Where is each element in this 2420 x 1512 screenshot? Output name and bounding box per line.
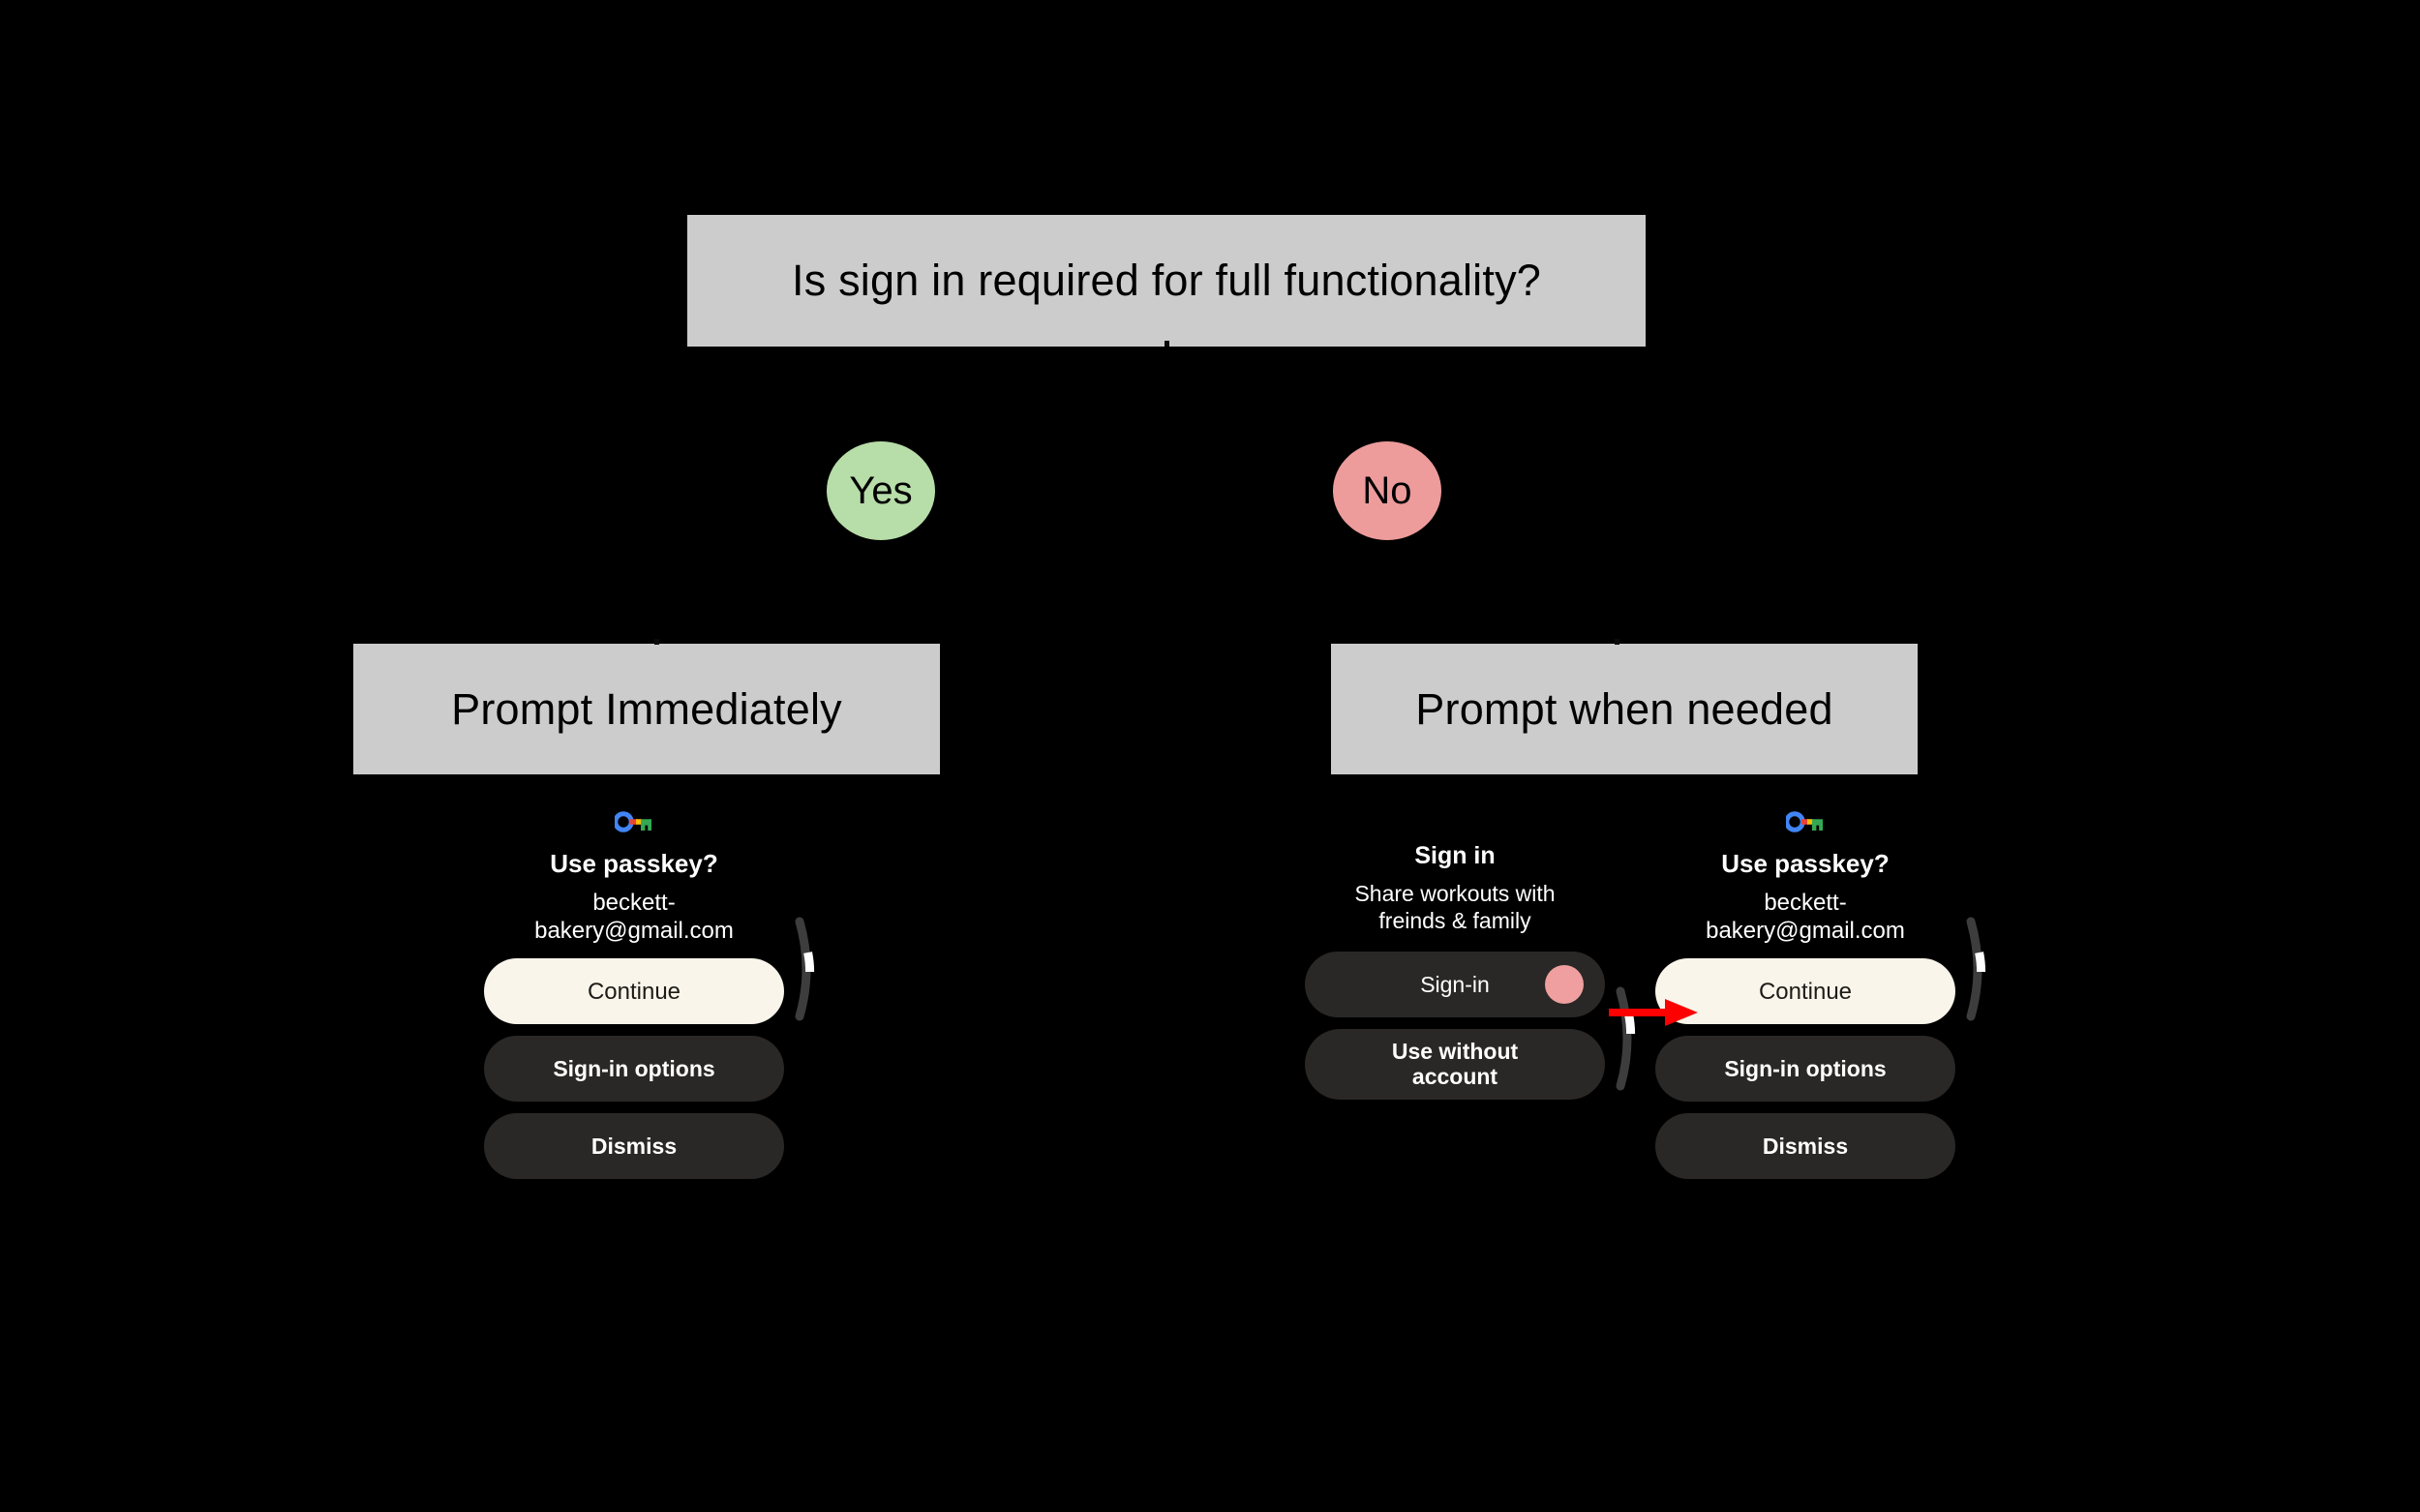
dismiss-button[interactable]: Dismiss xyxy=(1655,1113,1955,1180)
continue-button-label: Continue xyxy=(587,978,681,1005)
outcome-box-prompt-when-needed: Prompt when needed xyxy=(1331,644,1918,774)
sign-in-options-button[interactable]: Sign-in options xyxy=(1655,1036,1955,1103)
outcome-label-prompt-when-needed: Prompt when needed xyxy=(1415,683,1833,734)
dismiss-button-label: Dismiss xyxy=(1762,1134,1849,1160)
branch-bubble-no: No xyxy=(1333,441,1441,540)
mock-mid-title: Sign in xyxy=(1414,842,1496,869)
sign-in-button-label: Sign-in xyxy=(1420,971,1490,997)
tap-indicator-dot xyxy=(1545,964,1584,1004)
decision-question-label: Is sign in required for full functionali… xyxy=(792,256,1541,306)
connector-stub-left xyxy=(654,639,659,645)
use-without-account-button-label: Use without account xyxy=(1391,1038,1519,1090)
mock-screen-middle: Sign in Share workouts with freinds & fa… xyxy=(1305,811,1639,1111)
connector-stub-question xyxy=(1165,341,1169,347)
sign-in-options-button-label: Sign-in options xyxy=(1724,1056,1887,1082)
dismiss-button[interactable]: Dismiss xyxy=(484,1113,784,1180)
decision-question-box: Is sign in required for full functionali… xyxy=(687,215,1646,347)
rotary-scroll-indicator[interactable] xyxy=(792,916,825,1022)
annotation-arrow-icon xyxy=(1609,999,1698,1026)
connector-stub-right xyxy=(1615,639,1619,645)
outcome-label-prompt-immediately: Prompt Immediately xyxy=(451,683,842,734)
mock-left-title: Use passkey? xyxy=(550,849,718,878)
branch-label-yes: Yes xyxy=(849,469,913,512)
passkey-key-icon xyxy=(615,811,651,832)
sign-in-button[interactable]: Sign-in xyxy=(1305,951,1605,1017)
branch-bubble-yes: Yes xyxy=(827,441,935,540)
mock-screen-left: Use passkey? beckett- bakery@gmail.com C… xyxy=(484,811,818,1191)
passkey-key-icon xyxy=(1786,811,1823,832)
sign-in-options-button[interactable]: Sign-in options xyxy=(484,1036,784,1103)
dismiss-button-label: Dismiss xyxy=(590,1134,678,1160)
continue-button[interactable]: Continue xyxy=(1655,958,1955,1025)
mock-screen-right: Use passkey? beckett- bakery@gmail.com C… xyxy=(1655,811,1989,1191)
branch-label-no: No xyxy=(1362,469,1412,512)
mock-right-title: Use passkey? xyxy=(1721,849,1890,878)
continue-button[interactable]: Continue xyxy=(484,958,784,1025)
mock-mid-subtitle: Share workouts with freinds & family xyxy=(1354,880,1556,933)
sign-in-options-button-label: Sign-in options xyxy=(553,1056,715,1082)
mock-left-subtitle: beckett- bakery@gmail.com xyxy=(534,889,734,945)
mock-right-subtitle: beckett- bakery@gmail.com xyxy=(1706,889,1905,945)
use-without-account-button[interactable]: Use without account xyxy=(1305,1028,1605,1100)
continue-button-label: Continue xyxy=(1758,978,1853,1005)
rotary-scroll-indicator[interactable] xyxy=(1963,916,1996,1022)
outcome-box-prompt-immediately: Prompt Immediately xyxy=(353,644,940,774)
